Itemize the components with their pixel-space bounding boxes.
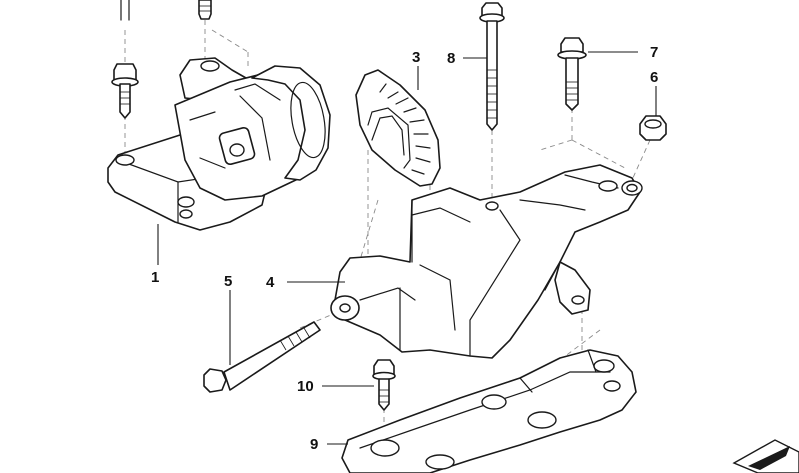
callout-part-8: 8 [447, 50, 455, 67]
callout-part-3: 3 [412, 49, 420, 66]
bolt-top-left-b [198, 0, 212, 20]
gearbox-support-bracket [330, 164, 643, 359]
callout-part-5: 5 [224, 273, 232, 290]
long-bolt [479, 2, 505, 131]
bolt-with-flange [557, 37, 587, 111]
heat-shield-plate [355, 69, 441, 187]
callout-part-10: 10 [297, 378, 314, 395]
callout-part-6: 6 [650, 69, 658, 86]
through-bolt [203, 321, 321, 393]
cross-member-plate [341, 349, 637, 473]
hex-nut [639, 115, 667, 141]
callout-leaders [157, 51, 657, 445]
short-bolt [372, 359, 396, 411]
callout-part-1: 1 [151, 269, 159, 286]
bolt-top-left-a [120, 0, 130, 21]
callout-part-4: 4 [266, 274, 275, 291]
engine-mount-bearing [107, 57, 331, 231]
callout-labels: 1 3 4 5 6 7 8 9 10 [151, 44, 658, 453]
return-arrow-icon[interactable] [732, 439, 799, 473]
bolt-part-1 [111, 63, 139, 119]
callout-part-9: 9 [310, 436, 318, 453]
callout-part-7: 7 [650, 44, 658, 61]
